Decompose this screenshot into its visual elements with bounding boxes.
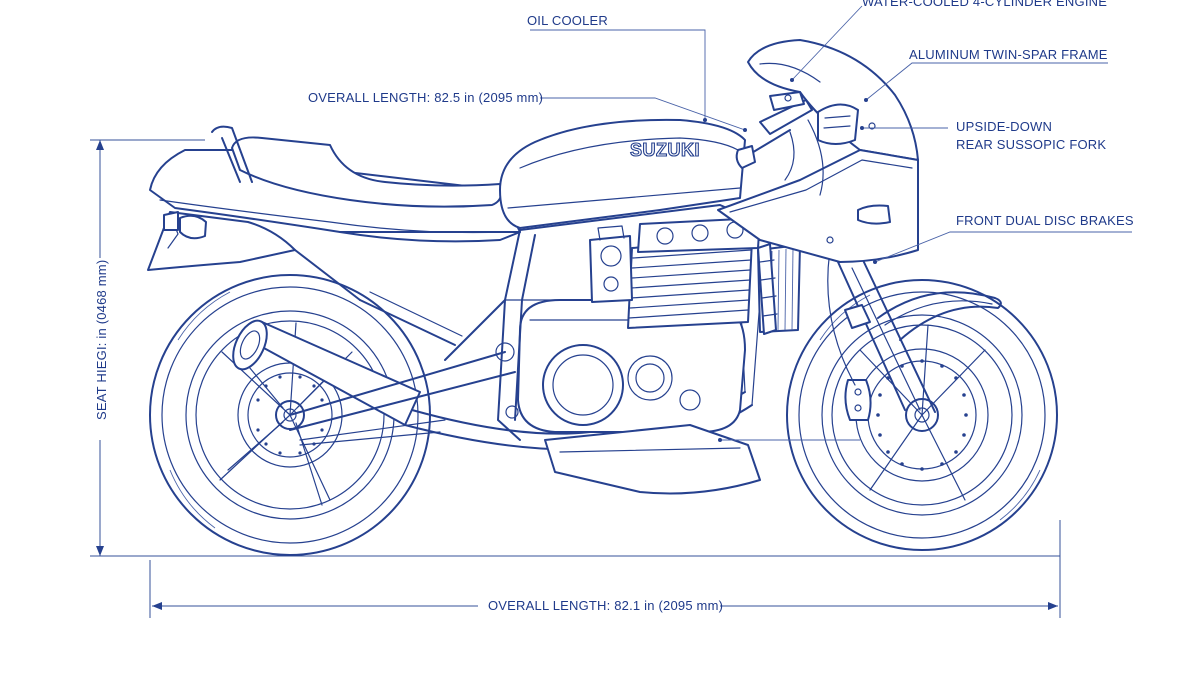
swingarm — [289, 291, 516, 446]
callout-engine: WATER-COOLED 4-CYLINDER ENGINE — [862, 0, 1107, 9]
callout-brakes: FRONT DUAL DISC BRAKES — [956, 213, 1134, 228]
dimension-lines — [90, 139, 1061, 618]
front-disc-holes — [876, 359, 968, 471]
front-fairing — [717, 39, 919, 335]
callout-frame: ALUMINUM TWIN-SPAR FRAME — [909, 47, 1108, 62]
cylinder-fins — [628, 249, 752, 319]
fuel-tank: SUZUKI — [499, 118, 746, 229]
overall-length-bottom-label: OVERALL LENGTH: 82.1 in (2095 mm) — [488, 598, 723, 613]
callout-fork-line1: UPSIDE-DOWN — [956, 119, 1052, 134]
callout-fork-line2: REAR SUSSOPIC FORK — [956, 137, 1106, 152]
callout-leaders — [530, 5, 1132, 442]
callout-overall-length-top: OVERALL LENGTH: 82.5 in (2095 mm) — [308, 90, 543, 105]
engine — [517, 217, 801, 433]
callout-labels: WATER-COOLED 4-CYLINDER ENGINE ALUMINUM … — [308, 0, 1134, 228]
rear-disc-holes — [256, 375, 324, 455]
seat-height-label: SEAT HIEGI: in (0468 mm) — [94, 260, 109, 420]
belly-pan — [544, 424, 761, 495]
front-fork — [827, 249, 1002, 413]
front-wheel — [786, 279, 1058, 551]
callout-oil-cooler: OIL COOLER — [527, 13, 608, 28]
rear-bodywork — [147, 125, 521, 301]
brand-logo: SUZUKI — [630, 140, 700, 160]
dimension-labels: SEAT HIEGI: in (0468 mm) OVERALL LENGTH:… — [94, 260, 723, 613]
